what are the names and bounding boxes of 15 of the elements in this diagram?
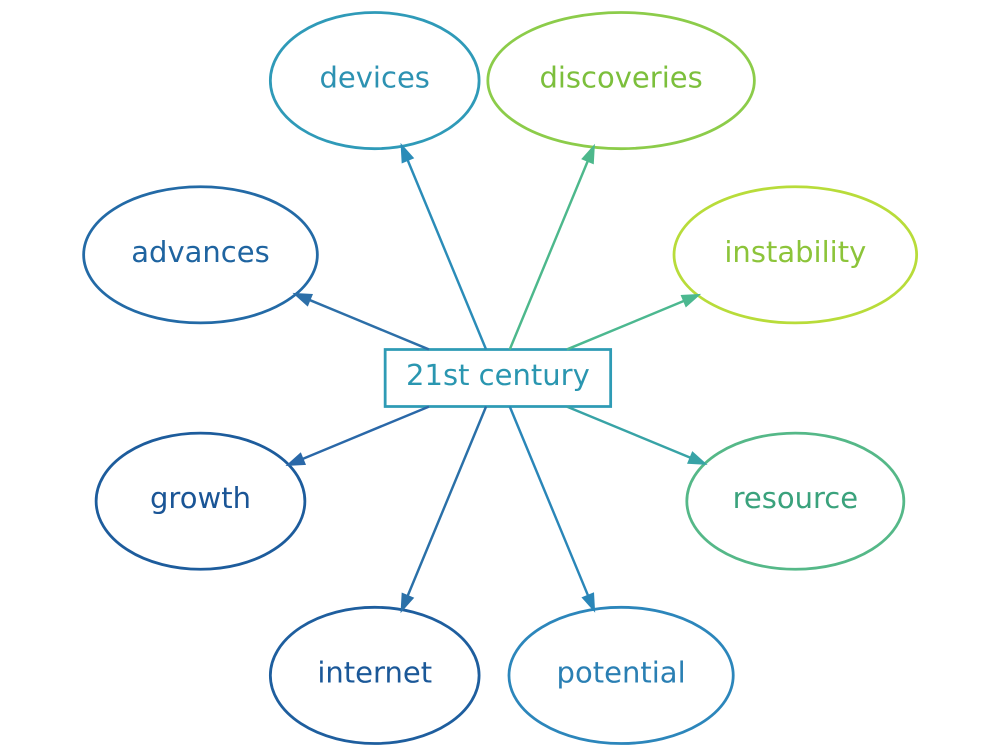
arrow — [566, 405, 708, 465]
arrow — [508, 144, 595, 350]
arrow — [400, 142, 488, 350]
arrow — [508, 406, 596, 613]
arrow — [400, 406, 488, 614]
node-ellipse: discoveries — [486, 11, 756, 150]
node-ellipse: potential — [508, 606, 735, 745]
node-ellipse: advances — [82, 185, 319, 324]
arrow — [292, 292, 430, 351]
node-ellipse: devices — [268, 11, 480, 150]
arrow — [566, 294, 702, 351]
node-box: 21st century — [384, 348, 612, 408]
node-ellipse: internet — [268, 606, 480, 745]
arrow — [285, 405, 430, 466]
node-ellipse: instability — [672, 185, 918, 324]
